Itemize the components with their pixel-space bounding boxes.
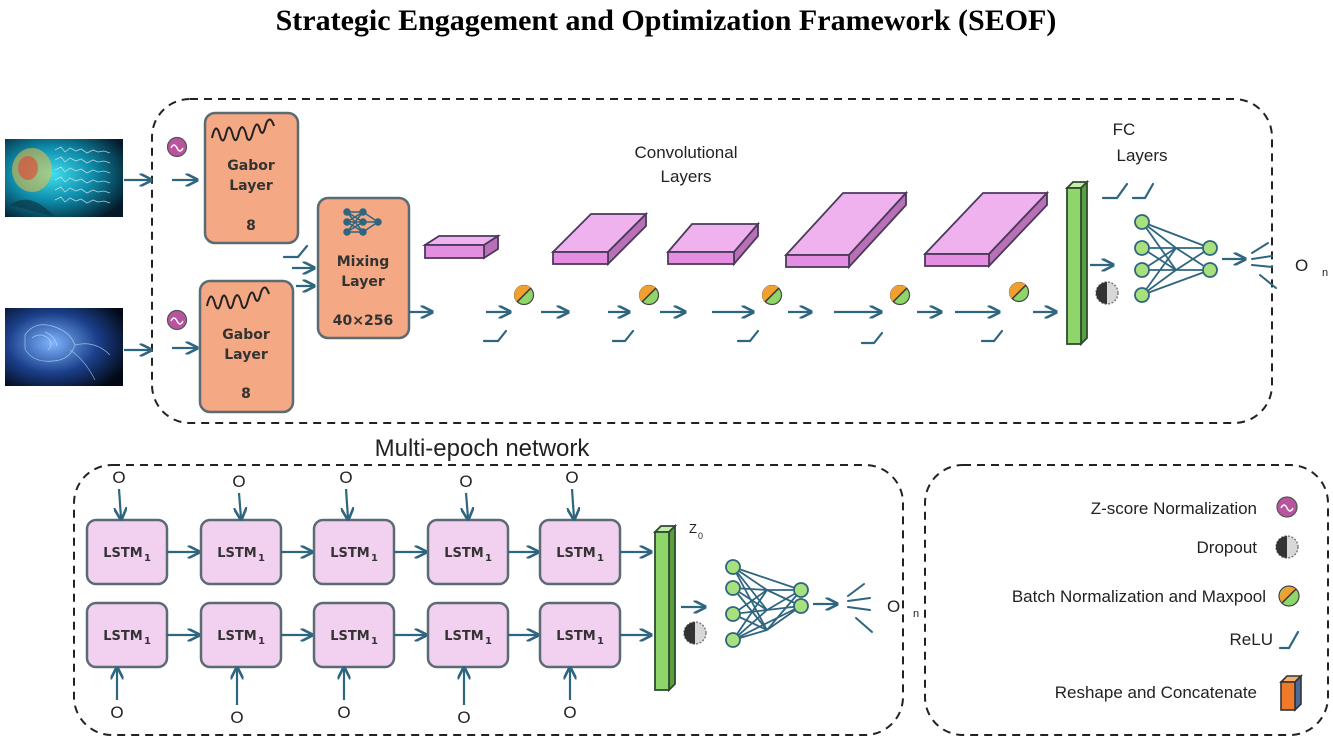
reshape-concat-bar [652, 523, 678, 693]
output-subscript: n [1322, 267, 1328, 279]
relu-icon [1101, 182, 1129, 200]
conv-slab-2 [550, 211, 649, 267]
relu-icon [860, 331, 884, 345]
batchnorm-icon [1278, 585, 1300, 607]
fc-network [1134, 214, 1218, 303]
gabor-label: Gabor [222, 327, 270, 343]
zscore-icon [166, 309, 188, 331]
reshape-concat-bar [1064, 179, 1090, 347]
conv-layers-label: Layers [660, 167, 711, 186]
lstm-subscript: 1 [144, 553, 151, 564]
lstm-label: LSTM [103, 629, 142, 644]
mixing-label: Layer [341, 274, 385, 290]
batchnorm-icon [513, 284, 535, 306]
output-label: O [1295, 256, 1308, 275]
z-label: Z [689, 521, 697, 536]
epoch-input-label: O [563, 703, 576, 722]
gabor-label: Layer [229, 178, 273, 194]
gabor-layer-2: Gabor Layer 8 [198, 279, 295, 414]
gabor-layer-1: Gabor Layer 8 [203, 111, 300, 245]
lstm-label: LSTM [444, 629, 483, 644]
conv-slab-1 [421, 234, 502, 260]
lstm-subscript: 1 [258, 553, 265, 564]
multi-epoch-title: Multi-epoch network [375, 435, 591, 462]
lstm-subscript: 1 [597, 636, 604, 647]
epoch-input-label: O [112, 468, 125, 487]
relu-icon [736, 329, 760, 343]
legend-frame [924, 464, 1329, 736]
conv-layers-label: Convolutional [634, 143, 737, 162]
epoch-input-label: O [337, 703, 350, 722]
lstm-label: LSTM [330, 629, 369, 644]
lstm-label: LSTM [556, 629, 595, 644]
epoch-input-label: O [110, 703, 123, 722]
page-title: Strategic Engagement and Optimization Fr… [276, 4, 1057, 37]
batchnorm-icon [761, 284, 783, 306]
brain-image [5, 308, 123, 386]
fc-layers-label: FC [1113, 120, 1136, 139]
legend-label: Dropout [1197, 538, 1258, 557]
fc-layers-label: Layers [1116, 146, 1167, 165]
lstm-label: LSTM [217, 546, 256, 561]
conv-slab-5 [922, 190, 1050, 269]
legend-label: Batch Normalization and Maxpool [1012, 587, 1266, 606]
dropout-icon [683, 621, 707, 645]
batchnorm-icon [638, 284, 660, 306]
zscore-icon [166, 136, 188, 158]
multi-epoch-frame [73, 464, 904, 736]
eeg-head-image [5, 139, 123, 217]
lstm-subscript: 1 [371, 553, 378, 564]
mixing-layer: Mixing Layer 40×256 [316, 196, 411, 340]
multi-output-subscript: n [913, 608, 919, 620]
batchnorm-icon [1008, 281, 1030, 303]
legend-label: Reshape and Concatenate [1055, 683, 1257, 702]
gabor-label: Layer [224, 347, 268, 363]
relu-icon [611, 329, 635, 343]
lstm-subscript: 1 [597, 553, 604, 564]
lstm-label: LSTM [330, 546, 369, 561]
lstm-subscript: 1 [371, 636, 378, 647]
reshape-icon [1279, 674, 1303, 712]
single-epoch-frame [151, 98, 1273, 424]
lstm-label: LSTM [217, 629, 256, 644]
lstm-label: LSTM [556, 546, 595, 561]
legend-label: Z-score Normalization [1091, 499, 1257, 518]
dropout-icon [1275, 535, 1299, 559]
conv-slab-3 [666, 221, 760, 267]
batchnorm-icon [889, 284, 911, 306]
relu-icon [1278, 630, 1300, 650]
lstm-subscript: 1 [258, 636, 265, 647]
lstm-subscript: 1 [485, 636, 492, 647]
relu-icon [282, 244, 309, 259]
multi-fc-network [725, 559, 809, 648]
epoch-input-label: O [459, 472, 472, 491]
epoch-input-label: O [457, 708, 470, 727]
lstm-label: LSTM [103, 546, 142, 561]
epoch-input-label: O [339, 468, 352, 487]
epoch-input-label: O [232, 472, 245, 491]
epoch-input-label: O [230, 708, 243, 727]
multi-output-label: O [887, 597, 900, 616]
lstm-label: LSTM [444, 546, 483, 561]
relu-icon [980, 329, 1004, 343]
legend-label: ReLU [1230, 630, 1273, 649]
mixing-size: 40×256 [333, 313, 393, 329]
dropout-icon [1095, 281, 1119, 305]
gabor-count: 8 [241, 386, 251, 402]
relu-icon [482, 329, 508, 343]
gabor-count: 8 [246, 218, 256, 234]
z-subscript: 0 [698, 531, 703, 541]
gabor-label: Gabor [227, 158, 275, 174]
relu-icon [1131, 182, 1155, 200]
lstm-subscript: 1 [485, 553, 492, 564]
zscore-icon [1276, 496, 1298, 518]
lstm-subscript: 1 [144, 636, 151, 647]
mixing-label: Mixing [337, 254, 390, 270]
epoch-input-label: O [565, 468, 578, 487]
conv-slab-4 [783, 190, 909, 270]
